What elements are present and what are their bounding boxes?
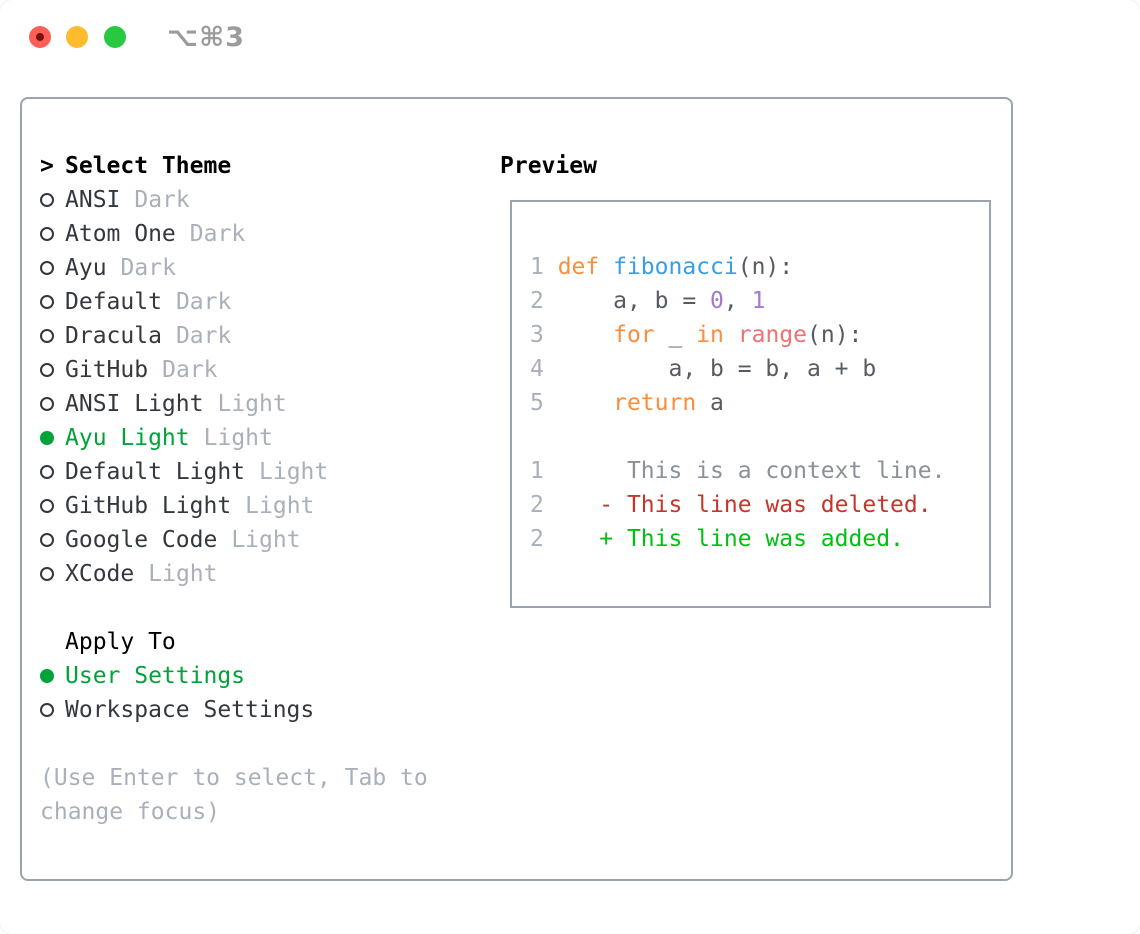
theme-option-github-light[interactable]: GitHub Light Light	[40, 489, 480, 523]
option-label: Default Light	[65, 459, 246, 485]
radio-selected-icon	[40, 421, 65, 455]
option-label: GitHub	[65, 357, 149, 383]
theme-variant-label: Light	[203, 425, 273, 451]
theme-option-ansi-light[interactable]: ANSI Light Light	[40, 387, 480, 421]
theme-variant-label: Dark	[175, 323, 232, 349]
radio-unselected-icon	[40, 693, 65, 727]
option-label: Google Code	[65, 527, 218, 553]
theme-option-ansi[interactable]: ANSI Dark	[40, 183, 480, 217]
close-dot-icon	[36, 33, 44, 41]
option-label: XCode	[65, 561, 135, 587]
option-label: Ayu Light	[65, 425, 190, 451]
theme-variant-label: Light	[231, 527, 301, 553]
option-label: Dracula	[65, 323, 162, 349]
close-button[interactable]	[29, 26, 51, 48]
radio-unselected-icon	[40, 455, 65, 489]
preview-line: 1 def fibonacci(n):	[530, 254, 794, 280]
option-label: Workspace Settings	[65, 697, 315, 723]
option-label: User Settings	[65, 663, 246, 689]
theme-option-google-code[interactable]: Google Code Light	[40, 523, 480, 557]
apply-to-title: Apply To	[65, 629, 176, 655]
preview-line: 2 - This line was deleted.	[530, 492, 932, 518]
radio-unselected-icon	[40, 217, 65, 251]
radio-unselected-icon	[40, 387, 65, 421]
radio-unselected-icon	[40, 523, 65, 557]
option-label: GitHub Light	[65, 493, 232, 519]
prompt-icon: >	[40, 153, 54, 179]
option-label: Atom One	[65, 221, 176, 247]
option-label: ANSI Light	[65, 391, 204, 417]
theme-variant-label: Dark	[120, 255, 176, 281]
spacer	[40, 591, 480, 625]
apply-to-header: Apply To	[40, 625, 480, 659]
theme-variant-label: Light	[148, 561, 218, 587]
window-titlebar: ⌥⌘3	[0, 0, 1140, 74]
theme-option-ayu-light[interactable]: Ayu Light Light	[40, 421, 480, 455]
maximize-button[interactable]	[104, 26, 126, 48]
theme-option-atom-one[interactable]: Atom One Dark	[40, 217, 480, 251]
theme-option-default[interactable]: Default Dark	[40, 285, 480, 319]
preview-line: 2 a, b = 0, 1	[530, 288, 766, 314]
preview-line: 3 for _ in range(n):	[530, 322, 863, 348]
preview-line: 1 This is a context line.	[530, 458, 946, 484]
theme-option-ayu[interactable]: Ayu Dark	[40, 251, 480, 285]
theme-variant-label: Light	[217, 391, 287, 417]
spacer	[40, 727, 480, 761]
theme-option-xcode[interactable]: XCode Light	[40, 557, 480, 591]
theme-variant-label: Dark	[162, 357, 218, 383]
preview-line: 5 return a	[530, 390, 724, 416]
window-title: ⌥⌘3	[167, 22, 245, 53]
radio-unselected-icon	[40, 285, 65, 319]
radio-unselected-icon	[40, 183, 65, 217]
theme-variant-label: Dark	[175, 289, 232, 315]
preview-line: 2 + This line was added.	[530, 526, 904, 552]
select-theme-title: Select Theme	[65, 153, 232, 179]
radio-unselected-icon	[40, 319, 65, 353]
theme-option-github[interactable]: GitHub Dark	[40, 353, 480, 387]
radio-unselected-icon	[40, 353, 65, 387]
option-label: Default	[65, 289, 162, 315]
option-label: ANSI	[65, 187, 121, 213]
theme-option-default-light[interactable]: Default Light Light	[40, 455, 480, 489]
preview-title: Preview	[500, 153, 597, 179]
radio-unselected-icon	[40, 251, 65, 285]
select-theme-header: > Select Theme	[40, 149, 480, 183]
radio-unselected-icon	[40, 557, 65, 591]
radio-unselected-icon	[40, 489, 65, 523]
theme-variant-label: Dark	[134, 187, 190, 213]
preview-line: 4 a, b = b, a + b	[530, 356, 877, 382]
apply-option-user-settings[interactable]: User Settings	[40, 659, 480, 693]
theme-variant-label: Light	[259, 459, 329, 485]
radio-selected-icon	[40, 659, 65, 693]
theme-variant-label: Dark	[189, 221, 246, 247]
preview-box: 1 def fibonacci(n): 2 a, b = 0, 1 3 for _ …	[510, 200, 991, 608]
help-text: (Use Enter to select, Tab to change focu…	[40, 765, 428, 825]
minimize-button[interactable]	[66, 26, 88, 48]
apply-option-workspace-settings[interactable]: Workspace Settings	[40, 693, 480, 727]
theme-variant-label: Light	[245, 493, 315, 519]
preview-blank-line	[530, 420, 989, 454]
option-label: Ayu	[65, 255, 107, 281]
theme-option-dracula[interactable]: Dracula Dark	[40, 319, 480, 353]
